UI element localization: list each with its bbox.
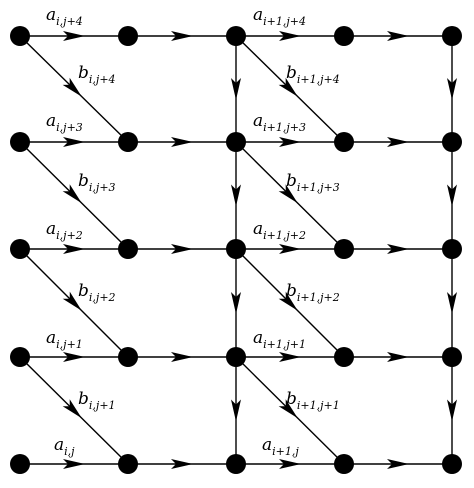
label-a-i1-j3: ai+1,j+3 [253, 111, 306, 134]
node-0-4 [10, 454, 30, 474]
node-3-4 [334, 454, 354, 474]
node-1-2 [118, 239, 138, 259]
label-a-i1-j1: ai+1,j+1 [253, 328, 306, 351]
arrowhead-1-0-to-2-0 [171, 31, 193, 41]
nodes-layer [10, 26, 462, 474]
node-3-2 [334, 239, 354, 259]
node-3-1 [334, 132, 354, 152]
arrowhead-2-0-to-2-1 [231, 78, 241, 100]
arrowhead-3-2-to-4-2 [387, 244, 409, 254]
label-b-i1-j2: bi+1,j+2 [286, 281, 340, 304]
arrowhead-1-3-to-2-3 [171, 352, 193, 362]
label-a-i-j2: ai,j+2 [46, 219, 83, 242]
arrowhead-0-3-to-1-3 [63, 352, 85, 362]
label-b-i1-j4: bi+1,j+4 [286, 63, 340, 86]
node-0-2 [10, 239, 30, 259]
label-b-i1-j3: bi+1,j+3 [286, 171, 340, 194]
label-b-i-j1: bi,j+1 [78, 389, 116, 412]
arrowhead-2-0-to-3-0 [279, 31, 301, 41]
arrowhead-4-1-to-4-2 [447, 184, 457, 207]
arrowhead-2-1-to-3-1 [279, 137, 301, 147]
arrowhead-3-4-to-4-4 [387, 459, 409, 469]
arrowhead-3-1-to-4-1 [387, 137, 409, 147]
node-2-1 [226, 132, 246, 152]
arrowhead-0-0-to-1-0 [63, 31, 85, 41]
arrowhead-2-2-to-3-3 [278, 291, 298, 311]
arrowhead-1-1-to-2-1 [171, 137, 193, 147]
node-0-3 [10, 347, 30, 367]
label-a-i-j1: ai,j+1 [46, 328, 83, 351]
label-a-i-j3: ai,j+3 [46, 111, 83, 134]
node-2-3 [226, 347, 246, 367]
arrowhead-0-3-to-1-4 [62, 399, 82, 419]
arrowhead-0-0-to-1-1 [62, 77, 82, 97]
label-b-i1-j1: bi+1,j+1 [286, 389, 340, 412]
arrowhead-0-1-to-1-1 [63, 137, 85, 147]
node-3-3 [334, 347, 354, 367]
arrowhead-4-2-to-4-3 [447, 292, 457, 314]
label-b-i-j2: bi,j+2 [78, 281, 116, 304]
label-a-i1-j: ai+1,j [262, 435, 299, 458]
arrowhead-2-2-to-3-2 [279, 244, 301, 254]
arrowhead-0-2-to-1-3 [62, 291, 82, 311]
node-1-1 [118, 132, 138, 152]
node-2-2 [226, 239, 246, 259]
arrowhead-2-4-to-3-4 [279, 459, 301, 469]
arrowhead-0-2-to-1-2 [63, 244, 85, 254]
arrowhead-2-1-to-2-2 [231, 184, 241, 207]
arrowhead-4-0-to-4-1 [447, 78, 457, 100]
node-4-4 [442, 454, 462, 474]
node-4-3 [442, 347, 462, 367]
arrowhead-2-1-to-3-2 [278, 184, 298, 204]
node-1-4 [118, 454, 138, 474]
arrowhead-2-3-to-2-4 [231, 399, 241, 422]
node-1-0 [118, 26, 138, 46]
node-2-0 [226, 26, 246, 46]
node-0-0 [10, 26, 30, 46]
arrowhead-2-3-to-3-3 [279, 352, 301, 362]
label-a-i1-j2: ai+1,j+2 [253, 219, 306, 242]
arrowhead-3-0-to-4-0 [387, 31, 409, 41]
node-4-0 [442, 26, 462, 46]
arrowhead-1-2-to-2-2 [171, 244, 193, 254]
node-4-2 [442, 239, 462, 259]
arrowhead-4-3-to-4-4 [447, 399, 457, 422]
edges-layer [19, 31, 457, 469]
arrowhead-2-0-to-3-1 [278, 77, 298, 97]
label-a-i1-j4: ai+1,j+4 [253, 5, 306, 28]
arrowhead-1-4-to-2-4 [171, 459, 193, 469]
arrowhead-0-4-to-1-4 [63, 459, 85, 469]
node-1-3 [118, 347, 138, 367]
label-a-i-j4: ai,j+4 [46, 5, 83, 28]
arrowhead-2-2-to-2-3 [231, 292, 241, 314]
label-b-i-j3: bi,j+3 [78, 171, 116, 194]
label-b-i-j4: bi,j+4 [78, 63, 116, 86]
label-a-i-j: ai,j [54, 435, 75, 458]
node-2-4 [226, 454, 246, 474]
node-3-0 [334, 26, 354, 46]
arrowhead-2-3-to-3-4 [278, 399, 298, 419]
arrowhead-0-1-to-1-2 [62, 184, 82, 204]
node-4-1 [442, 132, 462, 152]
node-0-1 [10, 132, 30, 152]
arrowhead-3-3-to-4-3 [387, 352, 409, 362]
